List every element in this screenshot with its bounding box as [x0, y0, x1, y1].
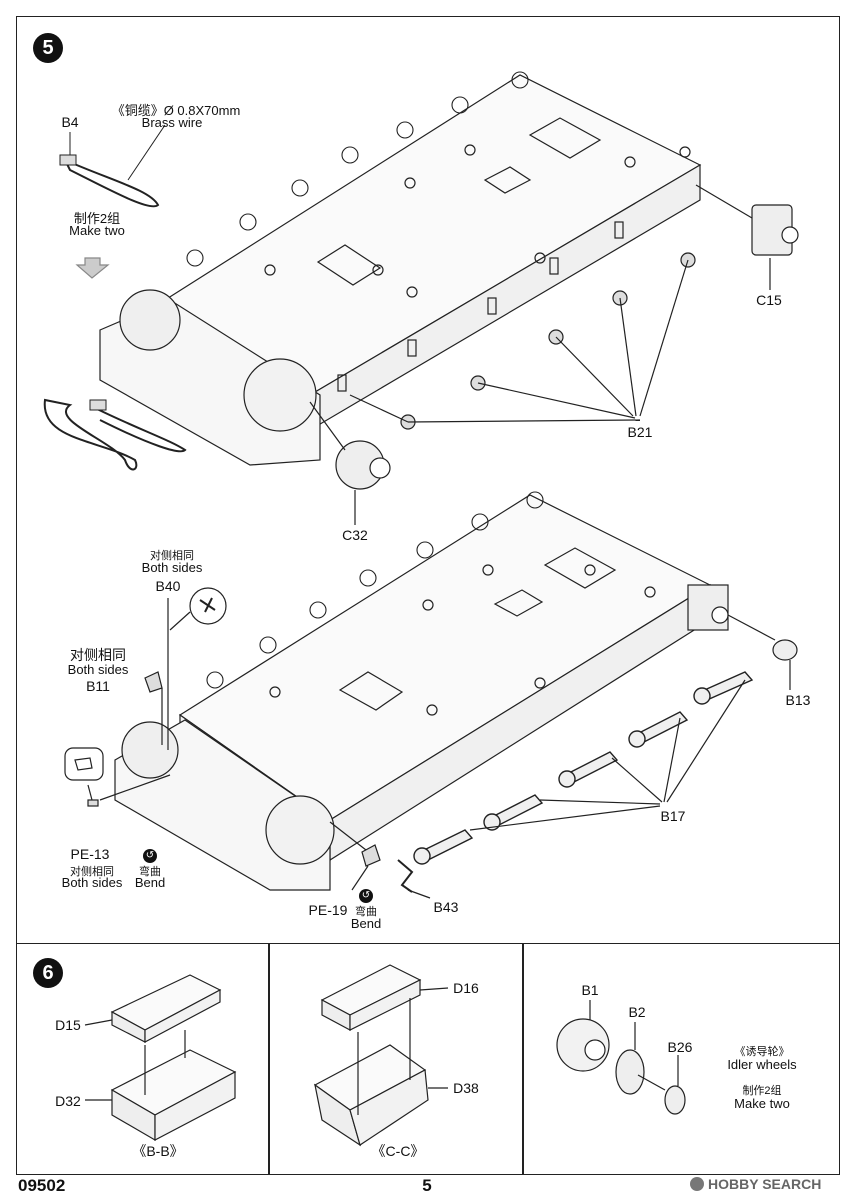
part-b40: B40 — [155, 578, 181, 594]
idler-en: Idler wheels — [727, 1057, 797, 1072]
bend-icon-pe19: ↺ — [359, 885, 373, 903]
page-number: 5 — [422, 1176, 432, 1195]
make-two-idler-en: Make two — [734, 1096, 790, 1111]
part-b21: B21 — [627, 424, 653, 440]
parts-idler — [556, 1000, 686, 1115]
idler-cn: 《诱导轮》 — [734, 1046, 790, 1058]
product-code: 09502 — [18, 1176, 66, 1195]
caption-cc: 《C-C》 — [371, 1143, 425, 1159]
parts-bb — [84, 974, 237, 1142]
part-d32: D32 — [55, 1093, 81, 1109]
make-two-idler-cn: 制作2组 — [742, 1085, 782, 1097]
both-sides-pe13-cn: 对侧相同 — [70, 866, 114, 878]
bend-icon-pe13: ↺ — [143, 845, 157, 863]
brass-wire-spec: 《铜缆》Ø 0.8X70mm — [111, 103, 241, 118]
step6-number: 6 — [33, 958, 63, 988]
parts-cc — [313, 964, 449, 1147]
watermark-text: HOBBY SEARCH — [708, 1176, 822, 1192]
part-b17: B17 — [660, 808, 686, 824]
part-b13: B13 — [785, 692, 811, 708]
both-sides-b11-cn: 对侧相同 — [70, 647, 126, 663]
step6-panel-cc — [268, 943, 524, 1175]
hull-upper — [99, 71, 799, 525]
part-b43: B43 — [433, 899, 459, 915]
part-d16: D16 — [453, 980, 479, 996]
both-sides-pe13-en: Both sides — [61, 875, 123, 890]
part-d15: D15 — [55, 1017, 81, 1033]
part-pe13: PE-13 — [70, 846, 110, 862]
down-arrow — [75, 257, 110, 279]
part-d38: D38 — [453, 1080, 479, 1096]
both-sides-b40-cn: 对侧相同 — [150, 550, 194, 562]
step6-panel-bb — [16, 943, 270, 1175]
part-pe19: PE-19 — [308, 902, 348, 918]
bend-pe19-cn: 弯曲 — [355, 906, 377, 918]
brass-wire-b4 — [59, 124, 166, 208]
make-two-cn: 制作2组 — [73, 211, 121, 226]
caption-bb: 《B-B》 — [132, 1143, 184, 1159]
part-b26: B26 — [667, 1039, 693, 1055]
bend-pe13-en: Bend — [134, 875, 166, 890]
watermark: HOBBY SEARCH — [690, 1176, 821, 1192]
hull-lower — [64, 491, 798, 899]
part-b4: B4 — [61, 114, 79, 130]
part-b11: B11 — [86, 678, 110, 694]
make-two-en: Make two — [69, 223, 125, 238]
bend-pe13-cn: 弯曲 — [139, 866, 161, 878]
part-b1: B1 — [581, 982, 599, 998]
bend-pe19-en: Bend — [350, 916, 382, 931]
part-c32: C32 — [342, 527, 368, 543]
both-sides-b40-en: Both sides — [141, 560, 203, 575]
part-b2: B2 — [628, 1004, 646, 1020]
watermark-logo-icon — [690, 1177, 704, 1191]
brass-wire-label: Brass wire — [141, 115, 203, 130]
step6-panel-idler — [522, 943, 840, 1175]
both-sides-b11-en: Both sides — [67, 662, 129, 677]
step5-number: 5 — [33, 33, 63, 63]
part-c15: C15 — [756, 292, 782, 308]
